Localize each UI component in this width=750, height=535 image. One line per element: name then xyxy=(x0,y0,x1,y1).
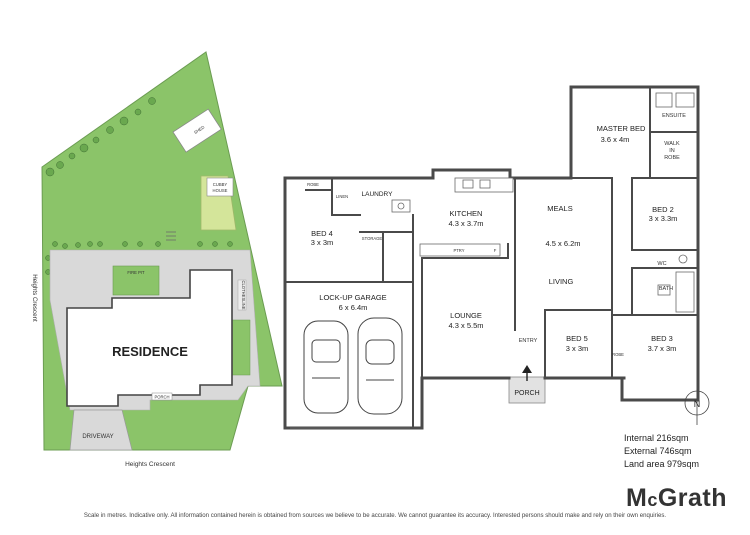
kitchen-bench xyxy=(419,177,514,257)
street-label-bottom: Heights Crescent xyxy=(125,461,175,468)
ensuite-label: ENSUITE xyxy=(662,113,686,119)
site-plan: SHED CUBBY HOUSE FIRE PIT CLOTHESLINE RE… xyxy=(31,51,283,468)
pantry-label: PTRY xyxy=(453,248,464,253)
laundry-fixtures xyxy=(391,199,411,213)
shed xyxy=(172,108,222,153)
area-stats: Internal 216sqm External 746sqm Land are… xyxy=(624,432,699,471)
floor-plan: MASTER BED 3.6 x 4m ENSUITE WALK IN ROBE… xyxy=(283,85,700,430)
street-label-left: Heights Crescent xyxy=(31,274,38,322)
entry-arrow xyxy=(522,365,532,381)
bed5-dim: 3 x 3m xyxy=(566,344,589,353)
external-area: External 746sqm xyxy=(624,446,692,456)
meals-label: MEALS xyxy=(547,204,572,213)
internal-area: Internal 216sqm xyxy=(624,433,689,443)
porch-label: PORCH xyxy=(514,390,539,397)
brand-logo: McGrath xyxy=(626,484,728,512)
garage-label: LOCK-UP GARAGE xyxy=(319,293,386,302)
bed3-label: BED 3 xyxy=(651,334,673,343)
wir-label-3: ROBE xyxy=(664,155,680,161)
lounge-dim: 4.3 x 5.5m xyxy=(448,321,483,330)
driveway-label: DRIVEWAY xyxy=(82,434,113,440)
garage-dim: 6 x 6.4m xyxy=(339,303,368,312)
robe2-label: ROBE xyxy=(612,352,624,357)
site-porch-label: PORCH xyxy=(154,395,169,400)
bed4-label: BED 4 xyxy=(311,229,333,238)
laundry-label: LAUNDRY xyxy=(362,191,394,198)
living-label: LIVING xyxy=(549,277,574,286)
bed2-dim: 3 x 3.3m xyxy=(649,214,678,223)
clothesline-label: CLOTHESLINE xyxy=(241,280,246,309)
bed5-label: BED 5 xyxy=(566,334,588,343)
meals-living-dim: 4.5 x 6.2m xyxy=(545,239,580,248)
car-2 xyxy=(357,317,403,415)
land-area: Land area 979sqm xyxy=(624,459,700,469)
driveway xyxy=(69,409,133,451)
bed2-label: BED 2 xyxy=(652,205,674,214)
residence-label: RESIDENCE xyxy=(112,344,188,359)
master-bed-label: MASTER BED xyxy=(597,124,646,133)
steps xyxy=(166,231,176,241)
fire-pit-lawn xyxy=(112,265,160,296)
compass-n: N xyxy=(694,399,701,409)
fire-pit-label: FIRE PIT xyxy=(127,270,145,275)
bed3-dim: 3.7 x 3m xyxy=(648,344,677,353)
lounge-label: LOUNGE xyxy=(450,311,482,320)
cubby-label-2: HOUSE xyxy=(213,188,228,193)
kitchen-dim: 4.3 x 3.7m xyxy=(448,219,483,228)
interior-walls xyxy=(284,86,699,429)
wir-label-2: IN xyxy=(669,148,675,154)
linen-label: LINEN xyxy=(336,194,348,199)
bathroom-fixtures xyxy=(655,92,695,313)
porch-area xyxy=(508,376,546,404)
kitchen-label: KITCHEN xyxy=(450,209,483,218)
bed4-dim: 3 x 3m xyxy=(311,238,334,247)
robe-label: ROBE xyxy=(307,182,319,187)
residence xyxy=(66,269,233,407)
wc-label: WC xyxy=(657,261,666,267)
car-1 xyxy=(303,320,349,414)
cubby-label-1: CUBBY xyxy=(213,182,228,187)
disclaimer: Scale in metres. Indicative only. All in… xyxy=(83,512,667,519)
entry-label: ENTRY xyxy=(519,338,538,344)
north-compass: N xyxy=(684,389,710,425)
storage-label: STORAGE xyxy=(362,236,383,241)
shed-label: SHED xyxy=(193,124,205,135)
master-bed-dim: 3.6 x 4m xyxy=(601,135,630,144)
bath-label: BATH xyxy=(659,286,673,292)
fridge-label: F xyxy=(494,248,497,253)
wir-label-1: WALK xyxy=(664,141,680,147)
